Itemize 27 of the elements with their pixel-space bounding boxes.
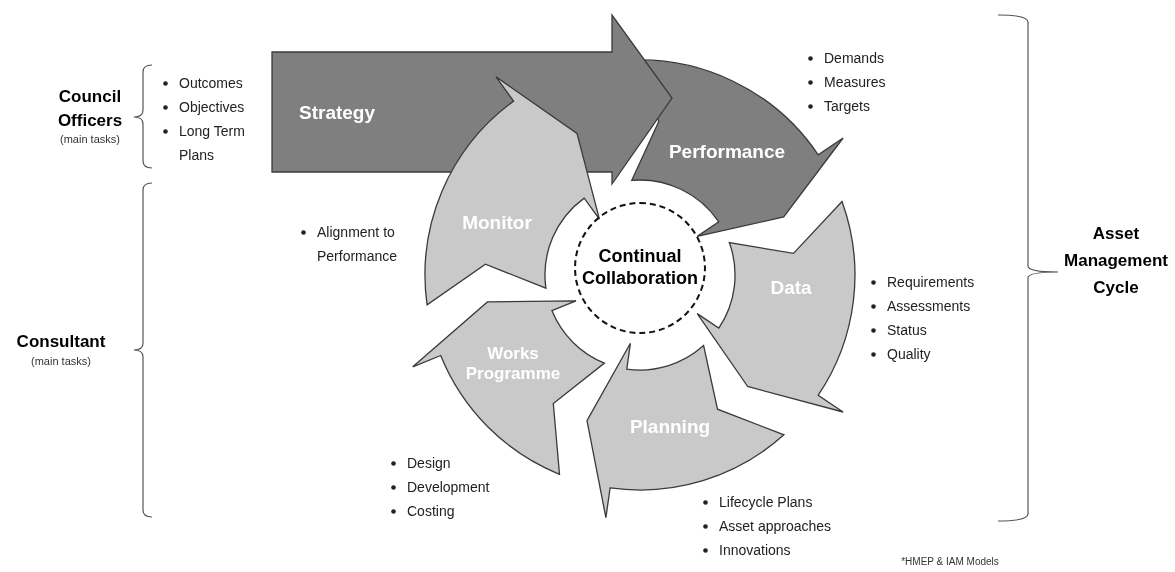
- bullet-item: Long Term Plans: [179, 123, 245, 163]
- bullet-item: Targets: [824, 98, 870, 114]
- bullet-item: Status: [887, 322, 927, 338]
- bullet-item: Demands: [824, 50, 884, 66]
- arrow-label: Strategy: [299, 102, 375, 124]
- bullet-item: Lifecycle Plans: [719, 494, 813, 510]
- bullet-item: Assessments: [887, 298, 971, 314]
- bullet-item: Quality: [887, 346, 931, 362]
- group-note: (main tasks): [59, 133, 121, 145]
- bullet-item: Asset approaches: [719, 518, 832, 534]
- group-title: Council Officers: [56, 86, 124, 132]
- bullet-item: Outcomes: [179, 75, 243, 91]
- bullet-item: Measures: [824, 74, 886, 90]
- bullet-item: Innovations: [719, 542, 791, 558]
- bullet-item: Alignment to Performance: [317, 224, 398, 264]
- arrow-label: Performance: [668, 141, 786, 163]
- bullet-item: Development: [407, 479, 490, 495]
- dashed-circle: [574, 202, 706, 334]
- circle-label: Continual Collaboration: [581, 246, 699, 290]
- group-note: (main tasks): [30, 355, 92, 367]
- group-title: Consultant: [15, 332, 107, 352]
- bullet-item: Costing: [407, 503, 455, 519]
- bullet-item: Design: [407, 455, 451, 471]
- bullet-item: Requirements: [887, 274, 975, 290]
- group-title: Asset Management Cycle: [1063, 223, 1169, 299]
- bullet-item: Objectives: [179, 99, 245, 115]
- footnote: *HMEP & IAM Models: [900, 556, 1000, 567]
